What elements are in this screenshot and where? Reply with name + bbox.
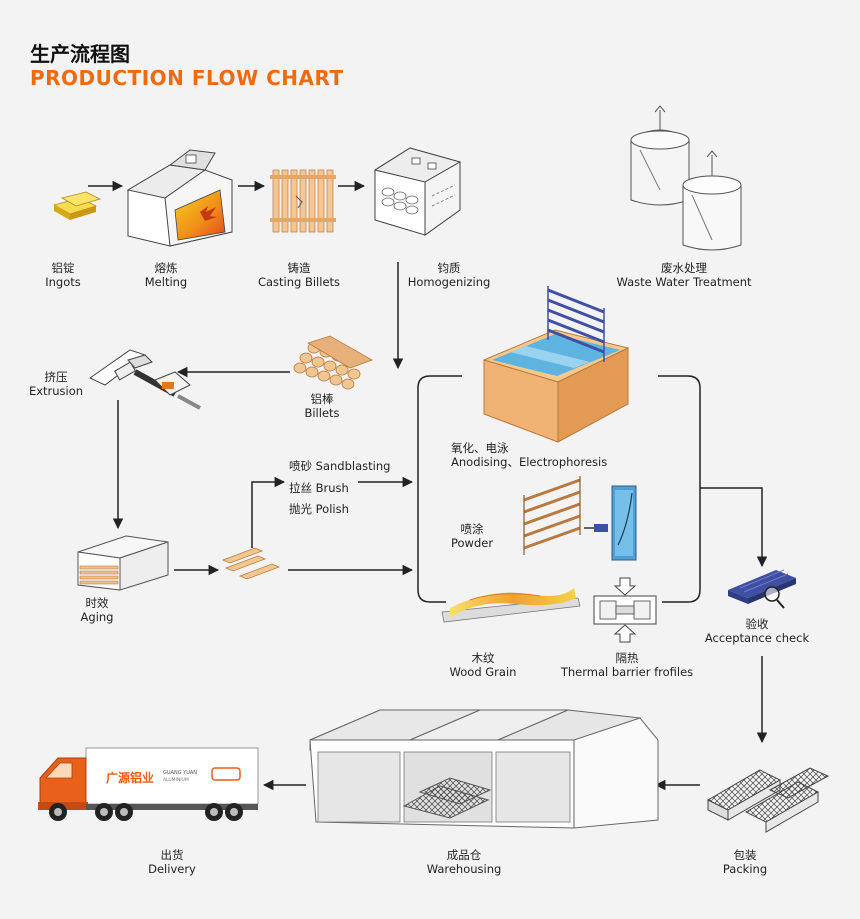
billets-pile-icon — [293, 335, 373, 390]
wood-grain-sheet-icon — [441, 588, 581, 623]
casting-billets-icon — [270, 169, 336, 233]
warehouse-building-icon — [309, 709, 659, 829]
page-title-en: PRODUCTION FLOW CHART — [30, 66, 344, 90]
homogenizing-oven-icon — [373, 147, 462, 236]
label-polish: 抛光 Polish — [289, 502, 349, 516]
label-brush: 拉丝 Brush — [289, 481, 349, 495]
truck-brand-en-sub: ALUMINIUM — [163, 777, 189, 783]
waste-water-tanks-icon — [630, 105, 742, 251]
thermal-barrier-profile-icon — [593, 577, 657, 643]
aluminium-profiles-icon — [221, 547, 281, 580]
ingots-icon — [52, 191, 102, 220]
aging-furnace-icon — [77, 535, 169, 591]
page-title-cn: 生产流程图 — [30, 42, 130, 66]
truck-brand-cn: 广源铝业 — [106, 770, 154, 785]
anodising-tank-icon — [482, 286, 630, 443]
label-sandblasting: 喷砂 Sandblasting — [289, 459, 391, 473]
packing-bundles-icon — [706, 767, 830, 833]
truck-brand-en: GUANG YUAN — [163, 770, 197, 776]
delivery-truck-icon — [38, 747, 259, 821]
extrusion-press-icon — [89, 349, 201, 410]
powder-coating-icon — [523, 476, 637, 561]
melting-furnace-icon — [126, 149, 233, 247]
acceptance-check-icon — [728, 569, 796, 609]
